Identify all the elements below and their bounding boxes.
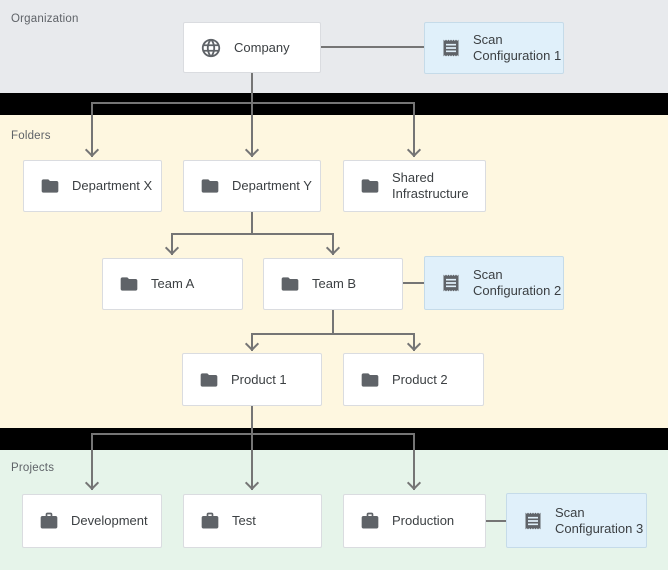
node-shared-infrastructure: Shared Infrastructure	[343, 160, 486, 212]
briefcase-icon	[39, 511, 59, 531]
node-label: Scan Configuration 1	[473, 32, 562, 63]
receipt-icon	[441, 273, 461, 293]
connector-branch-products	[251, 333, 415, 335]
connector-branch-projects	[91, 433, 415, 435]
section-divider	[0, 93, 668, 115]
briefcase-icon	[360, 511, 380, 531]
connector-to-test	[251, 433, 253, 490]
node-label: Development	[71, 513, 148, 528]
node-label: Production	[392, 513, 455, 528]
node-company: Company	[183, 22, 321, 73]
node-scan-configuration-2: Scan Configuration 2	[424, 256, 564, 310]
connector-to-department-y	[251, 102, 253, 157]
folder-icon	[40, 176, 60, 196]
connector-teamb-down	[332, 310, 334, 335]
node-label: Scan Configuration 2	[473, 267, 562, 298]
node-team-a: Team A	[102, 258, 243, 310]
node-label: Team A	[151, 276, 195, 291]
node-label: Team B	[312, 276, 357, 291]
node-label: Department X	[72, 178, 153, 193]
briefcase-icon	[200, 511, 220, 531]
connector-to-team-b	[332, 233, 334, 255]
node-label: Product 2	[392, 371, 448, 387]
node-label: Shared Infrastructure	[392, 170, 469, 201]
connector-product1-down	[251, 406, 253, 435]
connector-branch-teams	[171, 233, 334, 235]
connector-production-scan3	[486, 520, 506, 522]
node-label: Scan Configuration 3	[555, 504, 644, 536]
folder-icon	[360, 370, 380, 390]
receipt-icon	[441, 38, 461, 58]
connector-to-development	[91, 433, 93, 490]
node-label: Department Y	[232, 178, 312, 193]
connector-to-shared-infrastructure	[413, 102, 415, 157]
receipt-icon	[523, 511, 543, 531]
section-divider	[0, 428, 668, 450]
node-scan-configuration-1: Scan Configuration 1	[424, 22, 564, 74]
node-product-1: Product 1	[182, 353, 322, 406]
connector-departmenty-down	[251, 212, 253, 235]
folder-icon	[119, 274, 139, 294]
node-test: Test	[183, 494, 322, 548]
folder-icon	[360, 176, 380, 196]
folder-icon	[200, 176, 220, 196]
connector-company-down	[251, 73, 253, 104]
connector-branch-departments	[91, 102, 415, 104]
connector-to-team-a	[171, 233, 173, 255]
node-production: Production	[343, 494, 486, 548]
node-scan-configuration-3: Scan Configuration 3	[506, 493, 647, 548]
node-label: Company	[234, 39, 290, 55]
connector-teamb-scan2	[403, 282, 424, 284]
node-development: Development	[22, 494, 162, 548]
globe-icon	[200, 37, 222, 59]
projects-label: Projects	[11, 462, 55, 474]
organization-label: Organization	[11, 13, 79, 25]
node-team-b: Team B	[263, 258, 403, 310]
node-department-x: Department X	[23, 160, 162, 212]
folder-icon	[199, 370, 219, 390]
node-label: Test	[232, 513, 256, 528]
folder-icon	[280, 274, 300, 294]
node-product-2: Product 2	[343, 353, 484, 406]
folders-label: Folders	[11, 130, 51, 142]
node-label: Product 1	[231, 371, 287, 387]
connector-to-production	[413, 433, 415, 490]
connector-company-scan1	[321, 46, 424, 48]
connector-to-product-1	[251, 333, 253, 351]
node-department-y: Department Y	[183, 160, 321, 212]
connector-to-product-2	[413, 333, 415, 351]
connector-to-department-x	[91, 102, 93, 157]
